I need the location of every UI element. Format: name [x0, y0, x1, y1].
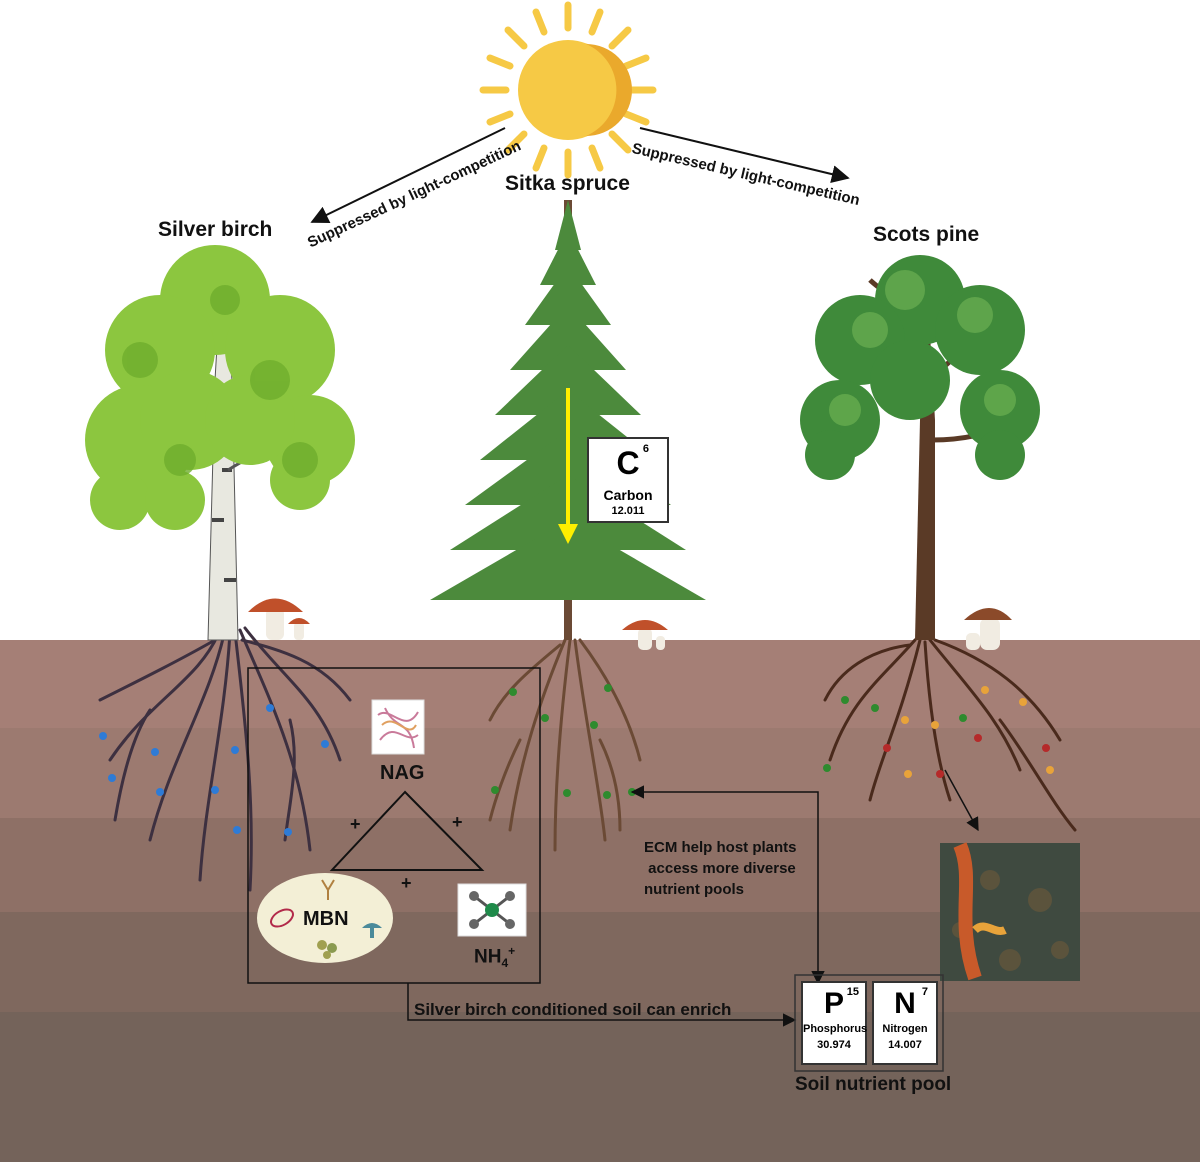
phosphorus-number: 15 — [846, 986, 859, 998]
nag-protein-icon — [371, 699, 425, 755]
photo-pointer-arrow — [944, 769, 979, 832]
phosphorus-symbol: P — [823, 987, 844, 1020]
ecm-root-photo — [940, 842, 1080, 981]
spruce-roots — [488, 638, 642, 852]
nutrient-pool-label: Soil nutrient pool — [795, 1074, 952, 1095]
nh4-subscript: 4 — [501, 956, 509, 971]
plus-sign-right: + — [452, 812, 463, 832]
sun-icon — [479, 1, 657, 179]
nitrogen-mass: 14.007 — [888, 1039, 922, 1051]
pine-tree-illustration — [800, 255, 1077, 832]
soil-layer-5 — [0, 1012, 1200, 1162]
enrich-flow-arrow — [407, 983, 797, 1027]
nh4-text: NH — [474, 946, 502, 968]
nh4-superscript: + — [508, 944, 516, 958]
pine-title: Scots pine — [873, 223, 980, 246]
spruce-mushroom-icon — [622, 620, 668, 650]
birch-fungi-markers — [99, 704, 329, 836]
phosphorus-mass: 30.974 — [817, 1039, 851, 1051]
soil-layer-1 — [0, 640, 1200, 730]
birch-mushroom-icon — [248, 598, 310, 640]
interaction-triangle — [329, 790, 485, 871]
nh4-molecule-icon — [457, 883, 527, 937]
carbon-mass: 12.011 — [611, 505, 645, 517]
spruce-title: Sitka spruce — [505, 172, 630, 195]
microbe-icons — [270, 879, 382, 959]
pine-roots — [823, 638, 1077, 832]
ecm-flow-arrow — [630, 785, 825, 985]
nitrogen-symbol: N — [894, 987, 916, 1020]
carbon-number: 6 — [642, 443, 649, 455]
nutrient-pool-box — [794, 974, 944, 1072]
competition-arrow-right — [639, 127, 850, 183]
nitrogen-name: Nitrogen — [882, 1023, 928, 1035]
enrich-text: Silver birch conditioned soil can enrich — [414, 1000, 732, 1019]
carbon-name: Carbon — [603, 487, 653, 503]
nh4-label: NH4+ — [474, 944, 515, 970]
carbon-symbol: C — [616, 445, 640, 481]
ecm-text: ECM help host plants access more diverse… — [644, 839, 797, 898]
phosphorus-name: Phosphorus — [803, 1023, 868, 1035]
phosphorus-element-tile: P 15 Phosphorus 30.974 — [801, 981, 867, 1065]
mbn-ellipse — [257, 873, 393, 963]
pine-mushroom-icon — [964, 608, 1012, 650]
nitrogen-number: 7 — [921, 986, 928, 998]
competition-arrow-left — [310, 127, 506, 223]
mbn-label: MBN — [303, 908, 349, 930]
interaction-box — [247, 667, 541, 984]
plus-sign-left: + — [350, 814, 361, 834]
birch-title: Silver birch — [158, 218, 273, 241]
nitrogen-element-tile: N 7 Nitrogen 14.007 — [872, 981, 938, 1065]
pine-fungi-markers — [823, 686, 1054, 778]
carbon-element-tile: C 6 Carbon 12.011 — [587, 437, 669, 523]
nag-label: NAG — [380, 762, 425, 784]
plus-sign-bottom: + — [401, 873, 412, 893]
